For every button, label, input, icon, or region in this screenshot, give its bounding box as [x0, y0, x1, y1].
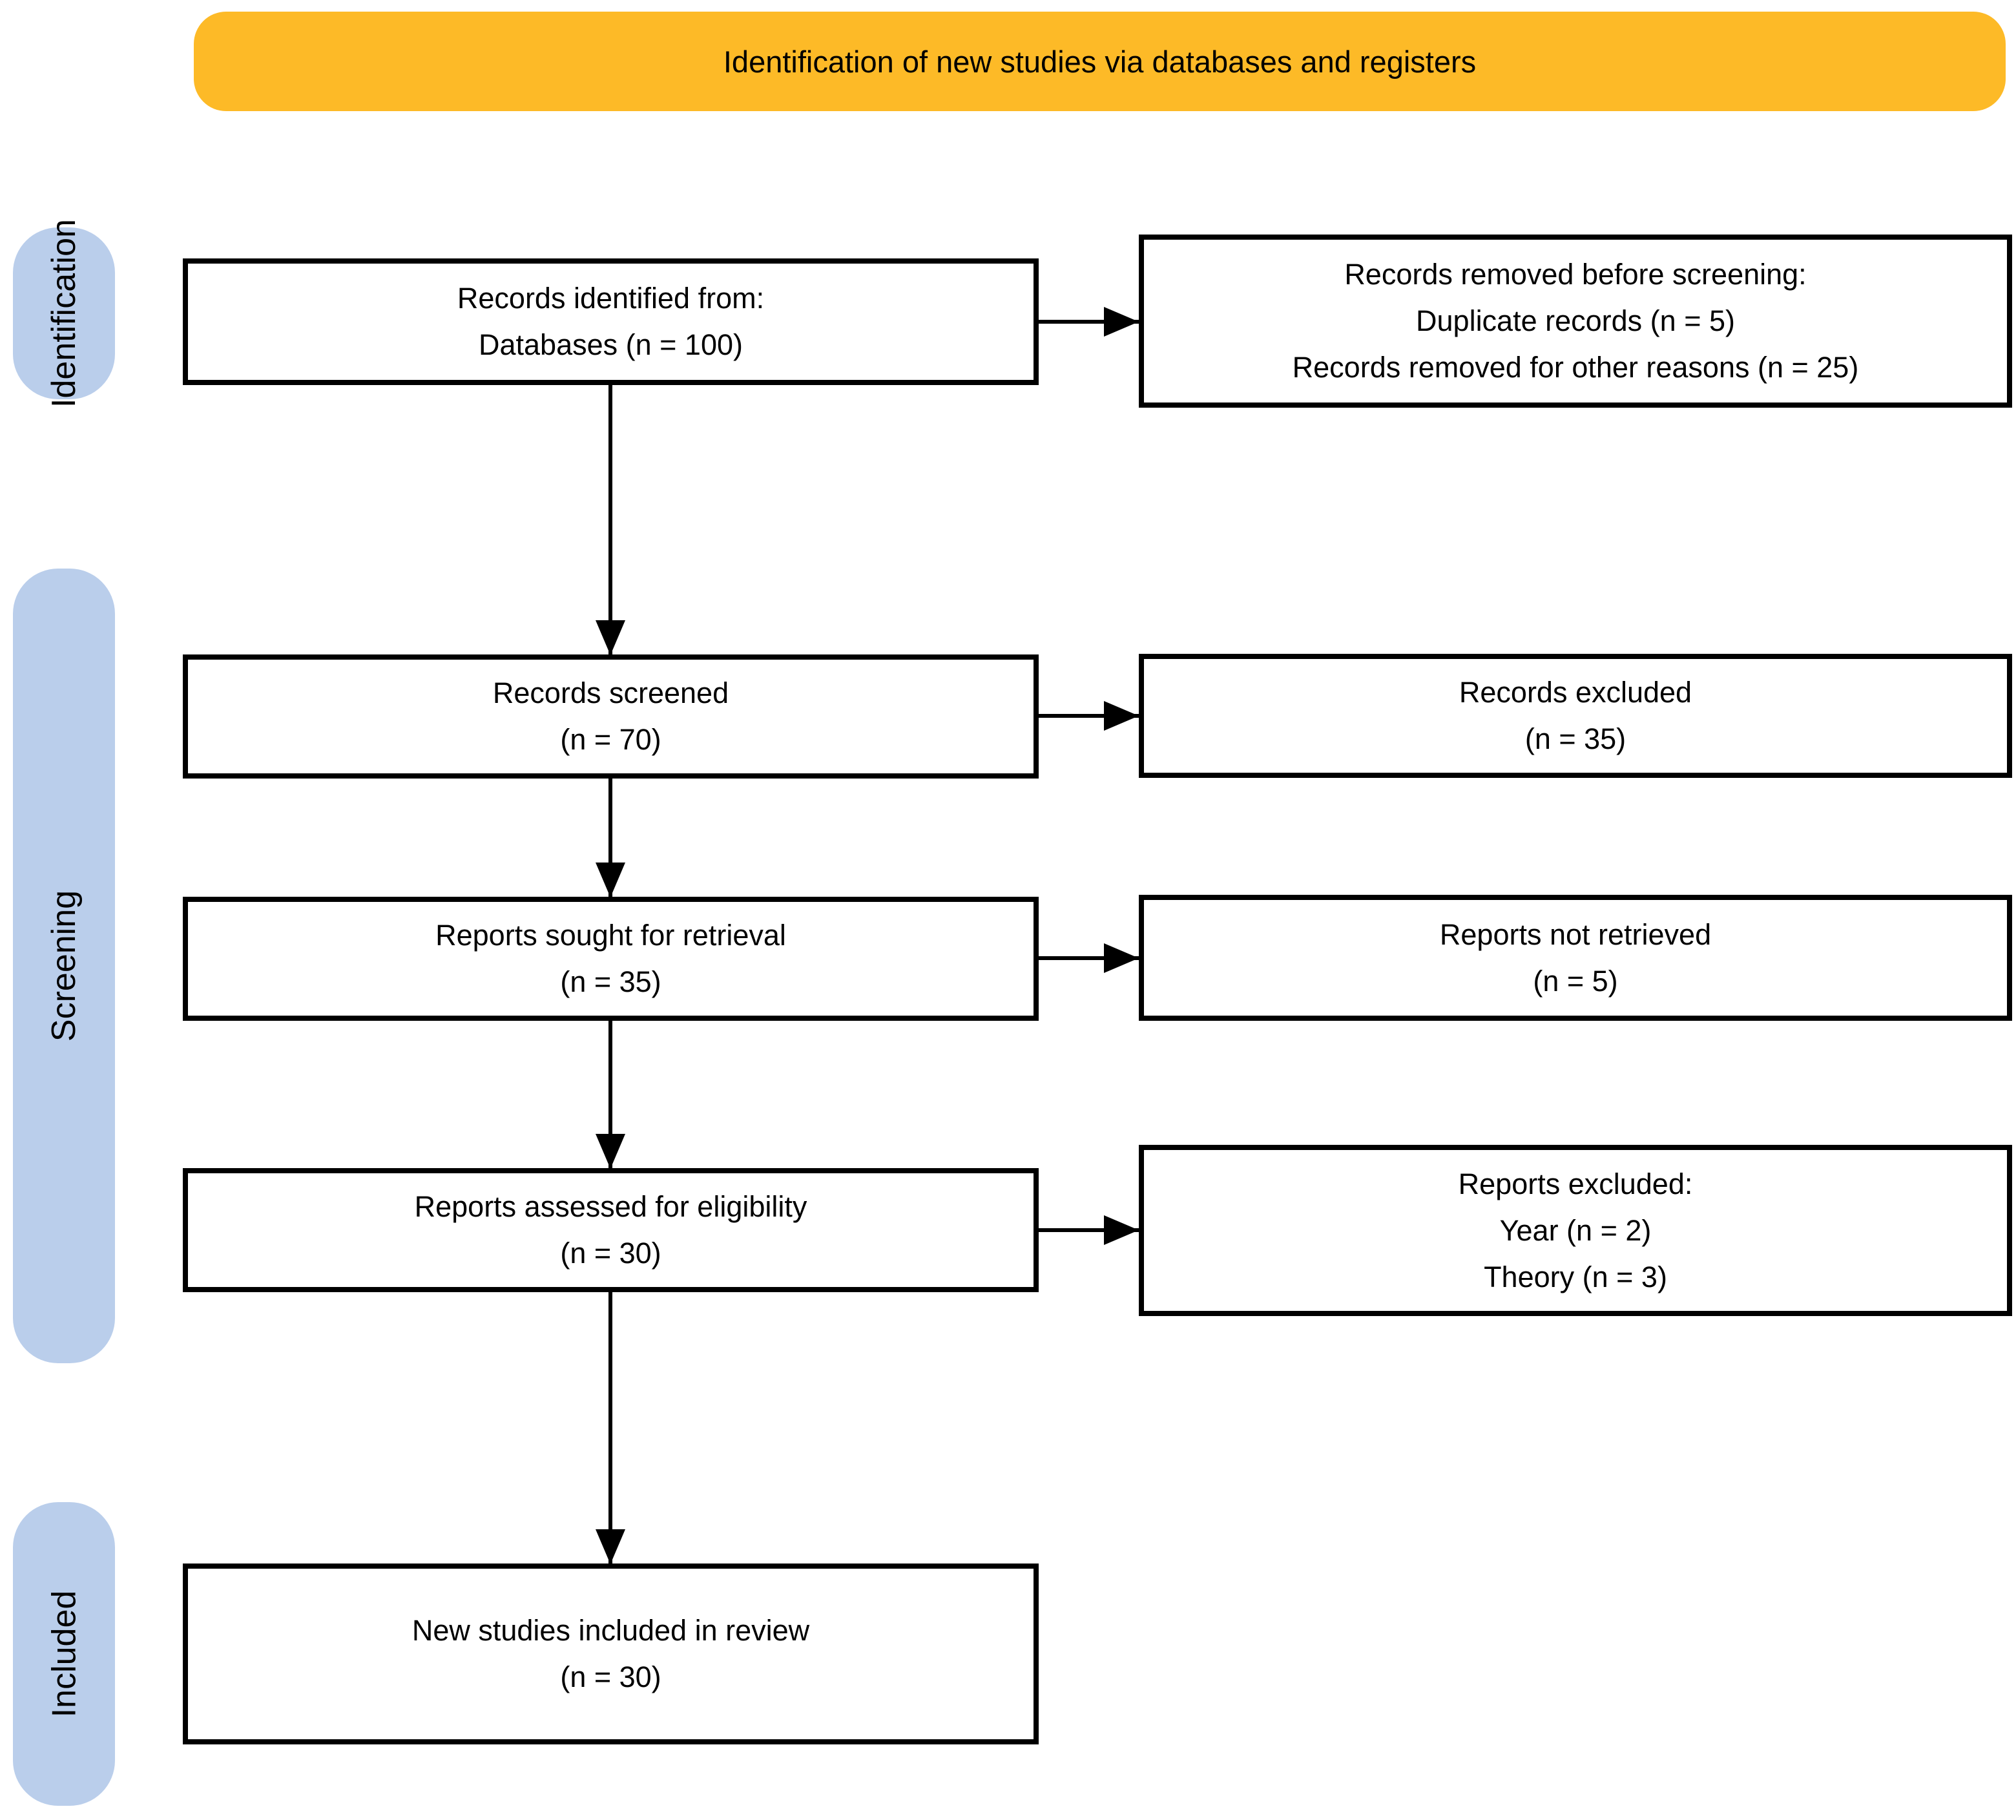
stage-label-included: Included — [13, 1502, 115, 1806]
box-line: (n = 5) — [1533, 964, 1618, 998]
stage-label-included-text: Included — [45, 1590, 83, 1718]
arrow-identified-to-screened-line — [608, 385, 612, 654]
arrow-down-icon — [596, 620, 625, 655]
arrow-screened-to-excluded-line — [1039, 714, 1139, 718]
new-studies-included-box: New studies included in review (n = 30) — [183, 1564, 1039, 1744]
box-line: Theory (n = 3) — [1484, 1260, 1667, 1293]
records-excluded-box: Records excluded (n = 35) — [1139, 654, 2012, 778]
stage-label-identification: Identification — [13, 219, 115, 408]
stage-label-screening-text: Screening — [45, 890, 83, 1042]
box-line: Records identified from: — [457, 282, 765, 315]
box-line: Reports not retrieved — [1439, 917, 1712, 951]
box-line: Reports excluded: — [1458, 1167, 1693, 1200]
box-line: (n = 35) — [560, 965, 661, 998]
reports-sought-box: Reports sought for retrieval (n = 35) — [183, 897, 1039, 1021]
box-line: Duplicate records (n = 5) — [1416, 304, 1735, 337]
arrow-screened-to-sought-line — [608, 779, 612, 897]
banner-title: Identification of new studies via databa… — [723, 44, 1477, 79]
records-identified-box: Records identified from: Databases (n = … — [183, 258, 1039, 385]
box-line: (n = 70) — [560, 723, 661, 756]
box-line: (n = 30) — [560, 1237, 661, 1270]
arrow-down-icon — [596, 863, 625, 897]
box-line: (n = 35) — [1524, 722, 1626, 755]
arrow-right-icon — [1104, 307, 1139, 337]
arrow-right-icon — [1104, 701, 1139, 731]
reports-not-retrieved-box: Reports not retrieved (n = 5) — [1139, 895, 2012, 1021]
box-line: Reports assessed for eligibility — [414, 1190, 807, 1223]
box-line: Databases (n = 100) — [479, 328, 743, 361]
box-line: Records removed before screening: — [1344, 258, 1807, 291]
box-line: New studies included in review — [411, 1614, 810, 1647]
arrow-assessed-to-excluded-line — [1039, 1228, 1139, 1232]
box-line: (n = 30) — [560, 1660, 661, 1693]
records-removed-box: Records removed before screening: Duplic… — [1139, 235, 2012, 408]
stage-label-identification-text: Identification — [45, 219, 83, 408]
box-line: Reports sought for retrieval — [435, 919, 786, 952]
box-line: Records screened — [492, 676, 729, 709]
box-line: Records excluded — [1459, 676, 1692, 709]
records-screened-box: Records screened (n = 70) — [183, 654, 1039, 779]
reports-assessed-box: Reports assessed for eligibility (n = 30… — [183, 1168, 1039, 1292]
arrow-down-icon — [596, 1134, 625, 1169]
arrow-down-icon — [596, 1529, 625, 1564]
box-line: Records removed for other reasons (n = 2… — [1292, 351, 1859, 384]
arrow-assessed-to-included-line — [608, 1292, 612, 1564]
reports-excluded-box: Reports excluded: Year (n = 2) Theory (n… — [1139, 1145, 2012, 1316]
arrow-sought-to-not-retrieved-line — [1039, 956, 1139, 960]
box-line: Year (n = 2) — [1499, 1213, 1652, 1247]
arrow-identified-to-removed-line — [1039, 320, 1139, 324]
arrow-right-icon — [1104, 943, 1139, 973]
banner: Identification of new studies via databa… — [194, 12, 2006, 111]
arrow-sought-to-assessed-line — [608, 1021, 612, 1168]
stage-label-screening: Screening — [13, 569, 115, 1363]
arrow-right-icon — [1104, 1215, 1139, 1245]
